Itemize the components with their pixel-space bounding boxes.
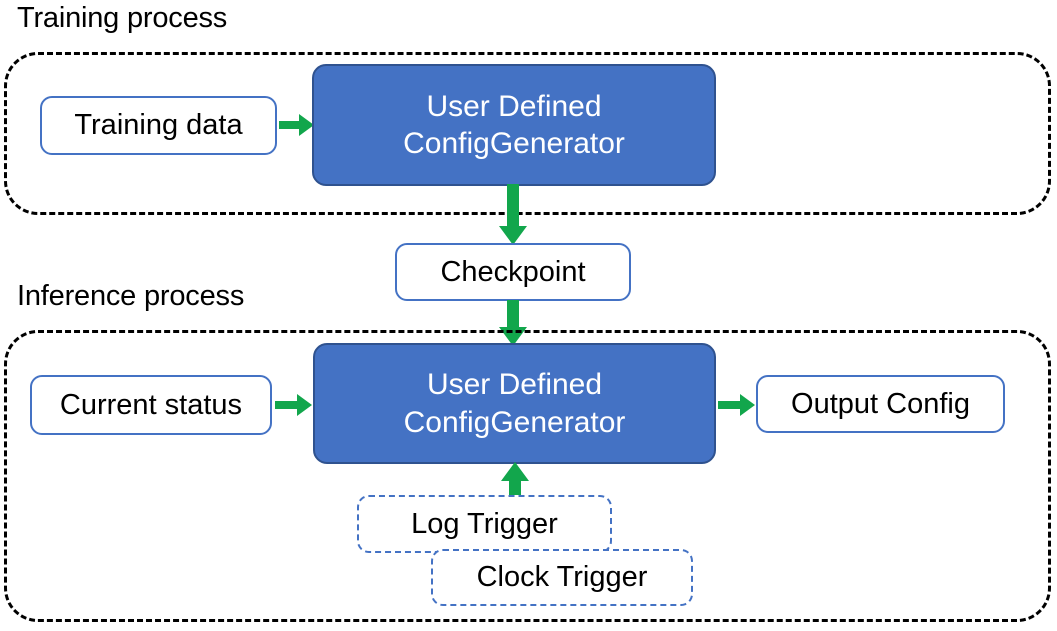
training-data-box[interactable]: Training data <box>40 96 277 155</box>
training-process-title: Training process <box>17 2 228 34</box>
inference-config-generator-box[interactable]: User Defined ConfigGenerator <box>313 343 716 464</box>
training-config-generator-box[interactable]: User Defined ConfigGenerator <box>312 64 716 186</box>
checkpoint-box[interactable]: Checkpoint <box>395 243 631 301</box>
training-generator-line2: ConfigGenerator <box>403 127 625 160</box>
inference-process-container <box>4 330 1051 622</box>
inference-generator-line2: ConfigGenerator <box>403 405 626 439</box>
current-status-box[interactable]: Current status <box>30 375 272 435</box>
arrow-triggers-to-generator-icon <box>500 462 532 502</box>
arrow-current-status-to-generator-icon <box>275 392 313 418</box>
arrow-training-data-to-generator-icon <box>279 112 315 138</box>
arrow-generator-to-output-config-icon <box>718 392 756 418</box>
log-trigger-box[interactable]: Log Trigger <box>357 495 612 553</box>
inference-process-title: Inference process <box>17 280 245 312</box>
training-process-container <box>4 52 1051 215</box>
training-generator-line1: User Defined <box>426 89 602 123</box>
output-config-box[interactable]: Output Config <box>756 375 1005 433</box>
clock-trigger-box[interactable]: Clock Trigger <box>431 549 693 606</box>
arrow-checkpoint-to-inference-generator-icon <box>498 300 530 347</box>
inference-generator-line1: User Defined <box>426 368 603 401</box>
arrow-generator-to-checkpoint-icon <box>498 184 530 246</box>
